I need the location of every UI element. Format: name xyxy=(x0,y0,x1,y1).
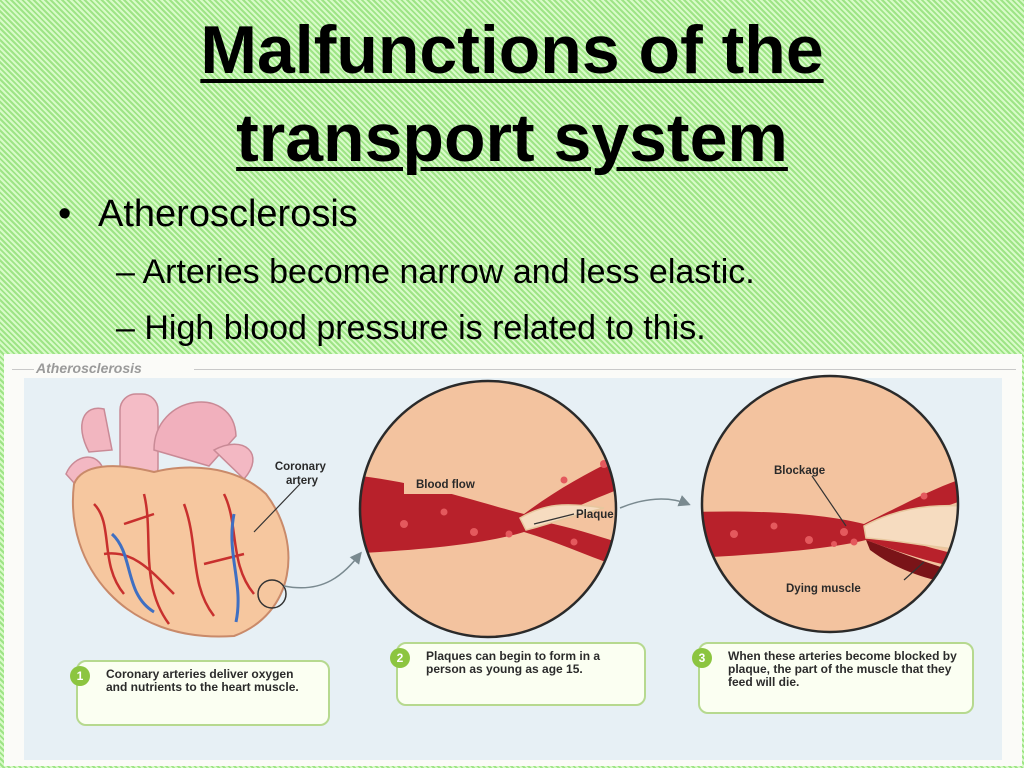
bullet-dot-icon: • xyxy=(58,193,72,235)
bullet-item: • Atherosclerosis xyxy=(58,192,755,236)
figure-title: Atherosclerosis xyxy=(36,360,142,376)
sub-bullet-text: Arteries become narrow and less elastic. xyxy=(142,253,755,291)
title-line-2: transport system xyxy=(236,100,788,176)
dying-muscle-label: Dying muscle xyxy=(786,583,861,595)
artery-cross-section-blocked xyxy=(700,374,960,634)
atherosclerosis-illustration: Coronary artery Blood flow Plaque xyxy=(65,374,960,639)
blood-flow-label: Blood flow xyxy=(416,479,475,491)
coronary-artery-label: Coronary artery xyxy=(275,461,329,487)
caption-text: When these arteries become blocked by pl… xyxy=(728,649,957,689)
caption-text: Coronary arteries deliver oxygen and nut… xyxy=(106,667,299,694)
step-number-badge: 2 xyxy=(390,648,410,668)
sub-bullet-item: – Arteries become narrow and less elasti… xyxy=(116,253,755,291)
slide-title: Malfunctions of the transport system xyxy=(0,6,1024,182)
sub-bullet-item: – High blood pressure is related to this… xyxy=(116,309,706,347)
caption-step-1: 1 Coronary arteries deliver oxygen and n… xyxy=(70,660,330,726)
bullet-list: • Atherosclerosis – Arteries become narro… xyxy=(58,192,755,348)
caption-text: Plaques can begin to form in a person as… xyxy=(426,649,601,676)
caption-step-2: 2 Plaques can begin to form in a person … xyxy=(390,642,646,706)
step-number-badge: 3 xyxy=(692,648,712,668)
step-number-badge: 1 xyxy=(70,666,90,686)
blockage-label: Blockage xyxy=(774,465,825,477)
heart-icon xyxy=(65,393,290,638)
artery-cross-section-plaque xyxy=(358,379,618,639)
title-line-1: Malfunctions of the xyxy=(200,12,824,88)
plaque-label: Plaque xyxy=(576,509,614,521)
panel-divider xyxy=(12,369,1016,370)
bullet-text: Atherosclerosis xyxy=(98,193,358,235)
diagram-panel: Atherosclerosis Coronary artery xyxy=(4,354,1022,766)
sub-bullet-text: High blood pressure is related to this. xyxy=(144,309,706,347)
caption-step-3: 3 When these arteries become blocked by … xyxy=(692,642,974,714)
